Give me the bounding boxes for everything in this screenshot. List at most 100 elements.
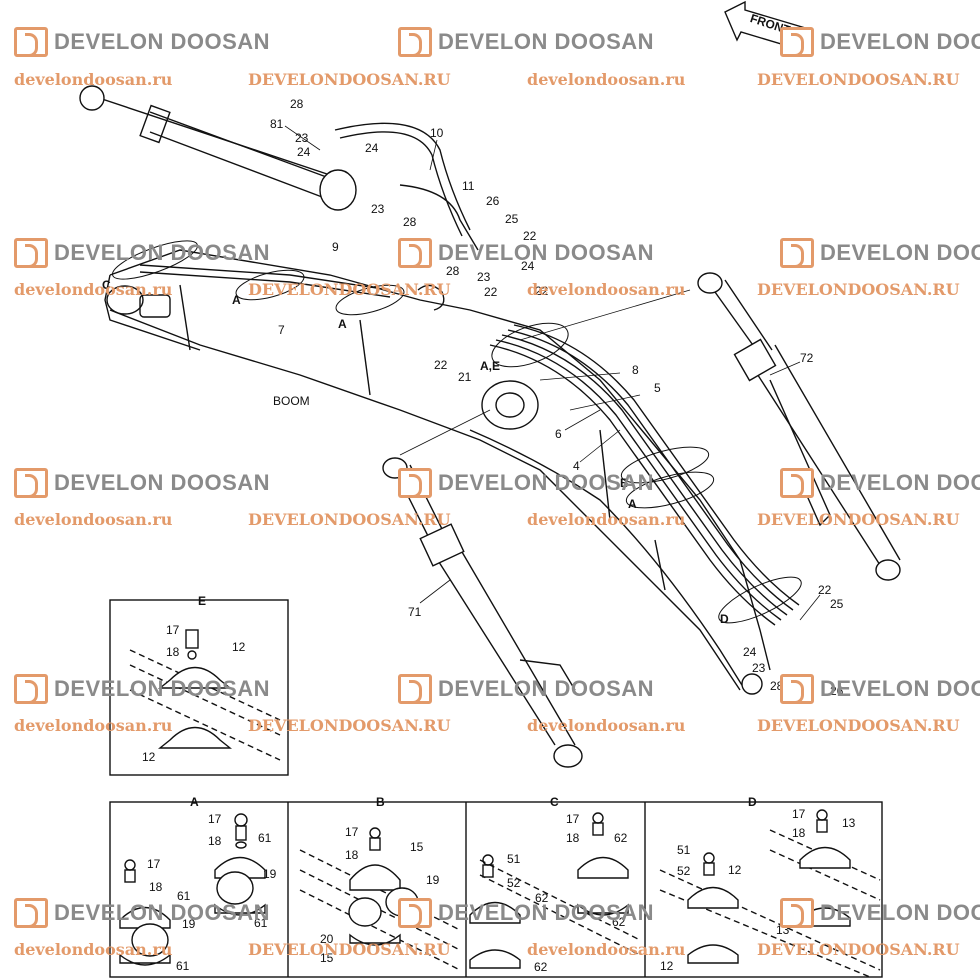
hose-10-11: [334, 122, 479, 251]
watermark-url: DEVELONDOOSAN.RU: [757, 940, 960, 959]
watermark-brand-text: DEVELON DOOSAN: [54, 29, 271, 54]
part-label: 28: [446, 264, 460, 278]
watermark-brand: DEVELON DOOSAN: [14, 236, 270, 270]
part-label: 7: [278, 323, 285, 337]
detail-label: 61: [177, 889, 191, 903]
watermark-brand-text: DEVELON DOOSAN: [54, 900, 271, 925]
watermark-url: develondoosan.ru: [527, 940, 686, 959]
part-label: 26: [830, 684, 844, 698]
detail-e-title: E: [198, 594, 206, 608]
watermark-url: develondoosan.ru: [527, 280, 686, 299]
detail-label: 17: [147, 857, 161, 871]
boom-label: BOOM: [273, 394, 310, 408]
part-label: 25: [505, 212, 519, 226]
detail-label: 12: [232, 640, 246, 654]
part-label: 24: [521, 259, 535, 273]
watermark-brand: DEVELON DOOSAN: [398, 466, 654, 500]
watermark-url: DEVELONDOOSAN.RU: [757, 716, 960, 735]
cylinder-81: [79, 85, 357, 211]
part-label: 28: [403, 215, 417, 229]
brand-logo-icon: [780, 674, 814, 704]
part-label: A: [628, 497, 637, 511]
hose-bundle: [139, 264, 800, 626]
part-label: 22: [523, 229, 537, 243]
watermark-brand-text: DEVELON DOOSAN: [438, 29, 655, 54]
part-label: B: [620, 476, 629, 490]
part-label: 21: [458, 370, 472, 384]
detail-label: 51: [677, 843, 691, 857]
detail-box-e: [109, 599, 289, 776]
part-label: 8: [632, 363, 639, 377]
brand-logo-icon: [14, 468, 48, 498]
detail-label: 19: [263, 867, 277, 881]
part-label: 24: [297, 145, 311, 159]
watermark-url: develondoosan.ru: [14, 280, 173, 299]
detail-label: 62: [534, 960, 548, 974]
part-label: C: [102, 278, 111, 292]
watermark-brand: DEVELON DOOSAN: [398, 25, 654, 59]
watermark-url: develondoosan.ru: [527, 70, 686, 89]
watermark-url: DEVELONDOOSAN.RU: [757, 280, 960, 299]
watermark-brand: DEVELON DOOSAN: [780, 896, 980, 930]
part-label: 24: [743, 645, 757, 659]
detail-e-labels: E 17 18 12 12: [142, 594, 246, 764]
watermark-brand-text: DEVELON DOOSAN: [820, 29, 980, 54]
part-label: 11: [462, 179, 475, 193]
part-label: 22: [818, 583, 832, 597]
part-label: 23: [752, 661, 766, 675]
brand-logo-icon: [14, 238, 48, 268]
part-label: 23: [477, 270, 491, 284]
brand-logo-icon: [398, 898, 432, 928]
watermark-brand-text: DEVELON DOOSAN: [820, 240, 980, 265]
watermark-brand: DEVELON DOOSAN: [398, 236, 654, 270]
watermark-url: develondoosan.ru: [14, 70, 173, 89]
callout-ellipses: [112, 240, 802, 624]
cylinder-71: [382, 457, 583, 768]
detail-label: 18: [345, 848, 359, 862]
detail-label: 18: [166, 645, 180, 659]
part-label: D: [720, 612, 729, 626]
detail-label: 62: [612, 915, 626, 929]
detail-label: 12: [728, 863, 742, 877]
watermark-brand: DEVELON DOOSAN: [780, 25, 980, 59]
detail-c-labels: C 17 18 62 51 52 62 62 62: [507, 795, 628, 974]
detail-c-title: C: [550, 795, 559, 809]
detail-label: 18: [208, 834, 222, 848]
detail-label: 52: [677, 864, 691, 878]
detail-label: 62: [535, 891, 549, 905]
brand-logo-icon: [780, 27, 814, 57]
watermark-url: develondoosan.ru: [527, 510, 686, 529]
brand-logo-icon: [398, 27, 432, 57]
detail-label: 15: [320, 951, 334, 965]
watermark-brand-text: DEVELON DOOSAN: [438, 900, 655, 925]
watermark-url: develondoosan.ru: [14, 510, 173, 529]
watermark-brand: DEVELON DOOSAN: [14, 896, 270, 930]
watermark-brand-text: DEVELON DOOSAN: [438, 470, 655, 495]
watermark-brand-text: DEVELON DOOSAN: [820, 676, 980, 701]
part-label: 4: [573, 459, 580, 473]
brand-logo-icon: [14, 898, 48, 928]
watermark-url: develondoosan.ru: [14, 940, 173, 959]
watermark-brand: DEVELON DOOSAN: [780, 236, 980, 270]
part-label: 81: [270, 117, 284, 131]
part-label: 72: [800, 351, 814, 365]
part-label: 25: [830, 597, 844, 611]
part-label: 6: [555, 427, 562, 441]
watermark-brand-text: DEVELON DOOSAN: [820, 470, 980, 495]
part-label: 22: [434, 358, 448, 372]
watermark-brand: DEVELON DOOSAN: [398, 672, 654, 706]
detail-label: 19: [182, 917, 196, 931]
detail-label: 61: [258, 831, 272, 845]
brand-logo-icon: [780, 468, 814, 498]
detail-label: 18: [792, 826, 806, 840]
detail-label: 51: [507, 852, 521, 866]
watermark-url: DEVELONDOOSAN.RU: [248, 70, 451, 89]
detail-boxes-row: [109, 801, 883, 978]
watermark-brand: DEVELON DOOSAN: [14, 672, 270, 706]
detail-label: 17: [792, 807, 806, 821]
detail-label: 20: [320, 932, 334, 946]
detail-label: 18: [566, 831, 580, 845]
detail-label: 18: [149, 880, 163, 894]
part-label: A: [232, 293, 241, 307]
